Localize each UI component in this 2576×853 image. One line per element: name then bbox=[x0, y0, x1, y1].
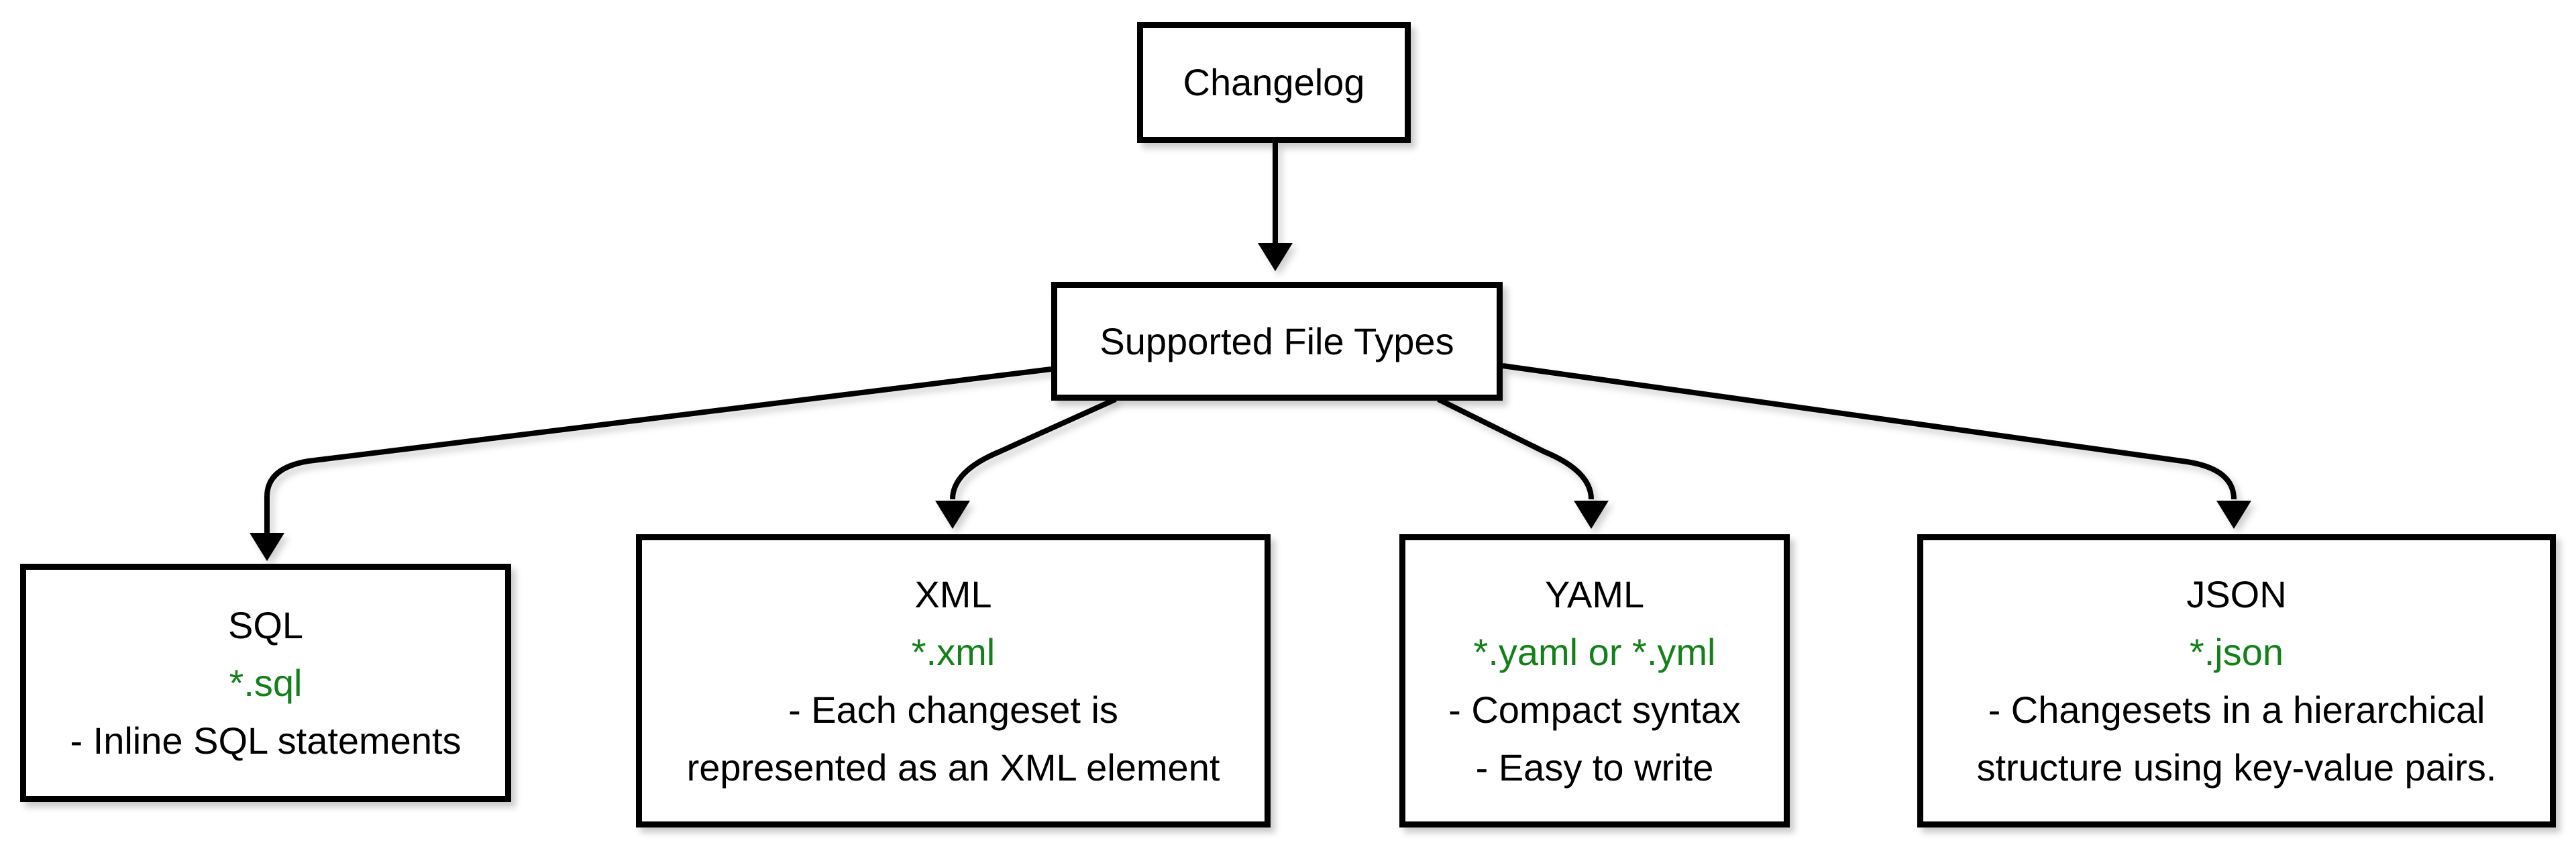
node-desc-line: structure using key-value pairs. bbox=[1976, 746, 2497, 789]
node-title: Changelog bbox=[1183, 61, 1365, 103]
node-desc-line: - Compact syntax bbox=[1448, 688, 1741, 731]
node-desc-line: - Inline SQL statements bbox=[70, 719, 462, 762]
node-extension: *.xml bbox=[911, 630, 996, 673]
arrowhead-to-sql bbox=[250, 533, 284, 561]
edge-hub-to-sql bbox=[264, 366, 1052, 533]
node-json: JSON *.json - Changesets in a hierarchic… bbox=[1917, 534, 2556, 827]
node-title: JSON bbox=[2186, 572, 2287, 615]
node-title: XML bbox=[914, 572, 992, 615]
node-yaml: YAML *.yaml or *.yml - Compact syntax - … bbox=[1399, 534, 1790, 827]
edge-hub-to-json bbox=[1502, 363, 2237, 500]
node-title: YAML bbox=[1544, 572, 1645, 615]
edge-hub-to-xml bbox=[950, 397, 1117, 500]
node-xml: XML *.xml - Each changeset is represente… bbox=[636, 534, 1271, 827]
node-sql: SQL *.sql - Inline SQL statements bbox=[20, 564, 511, 802]
edge-hub-to-yaml bbox=[1437, 397, 1594, 500]
node-extension: *.sql bbox=[229, 661, 303, 704]
node-desc-line: represented as an XML element bbox=[686, 746, 1220, 789]
node-desc-line: - Each changeset is bbox=[788, 688, 1118, 731]
node-extension: *.yaml or *.yml bbox=[1473, 630, 1716, 673]
node-title: Supported File Types bbox=[1099, 319, 1454, 362]
node-extension: *.json bbox=[2189, 630, 2284, 673]
arrowhead-to-json bbox=[2216, 501, 2251, 529]
arrowhead-to-yaml bbox=[1574, 501, 1609, 529]
node-title: SQL bbox=[227, 603, 304, 646]
arrowhead-to-xml bbox=[935, 501, 970, 529]
node-changelog: Changelog bbox=[1137, 22, 1411, 143]
node-supported-file-types: Supported File Types bbox=[1051, 282, 1503, 401]
node-desc-line: - Easy to write bbox=[1475, 746, 1714, 789]
arrowhead-to-hub bbox=[1258, 243, 1293, 271]
node-desc-line: - Changesets in a hierarchical bbox=[1988, 688, 2485, 731]
